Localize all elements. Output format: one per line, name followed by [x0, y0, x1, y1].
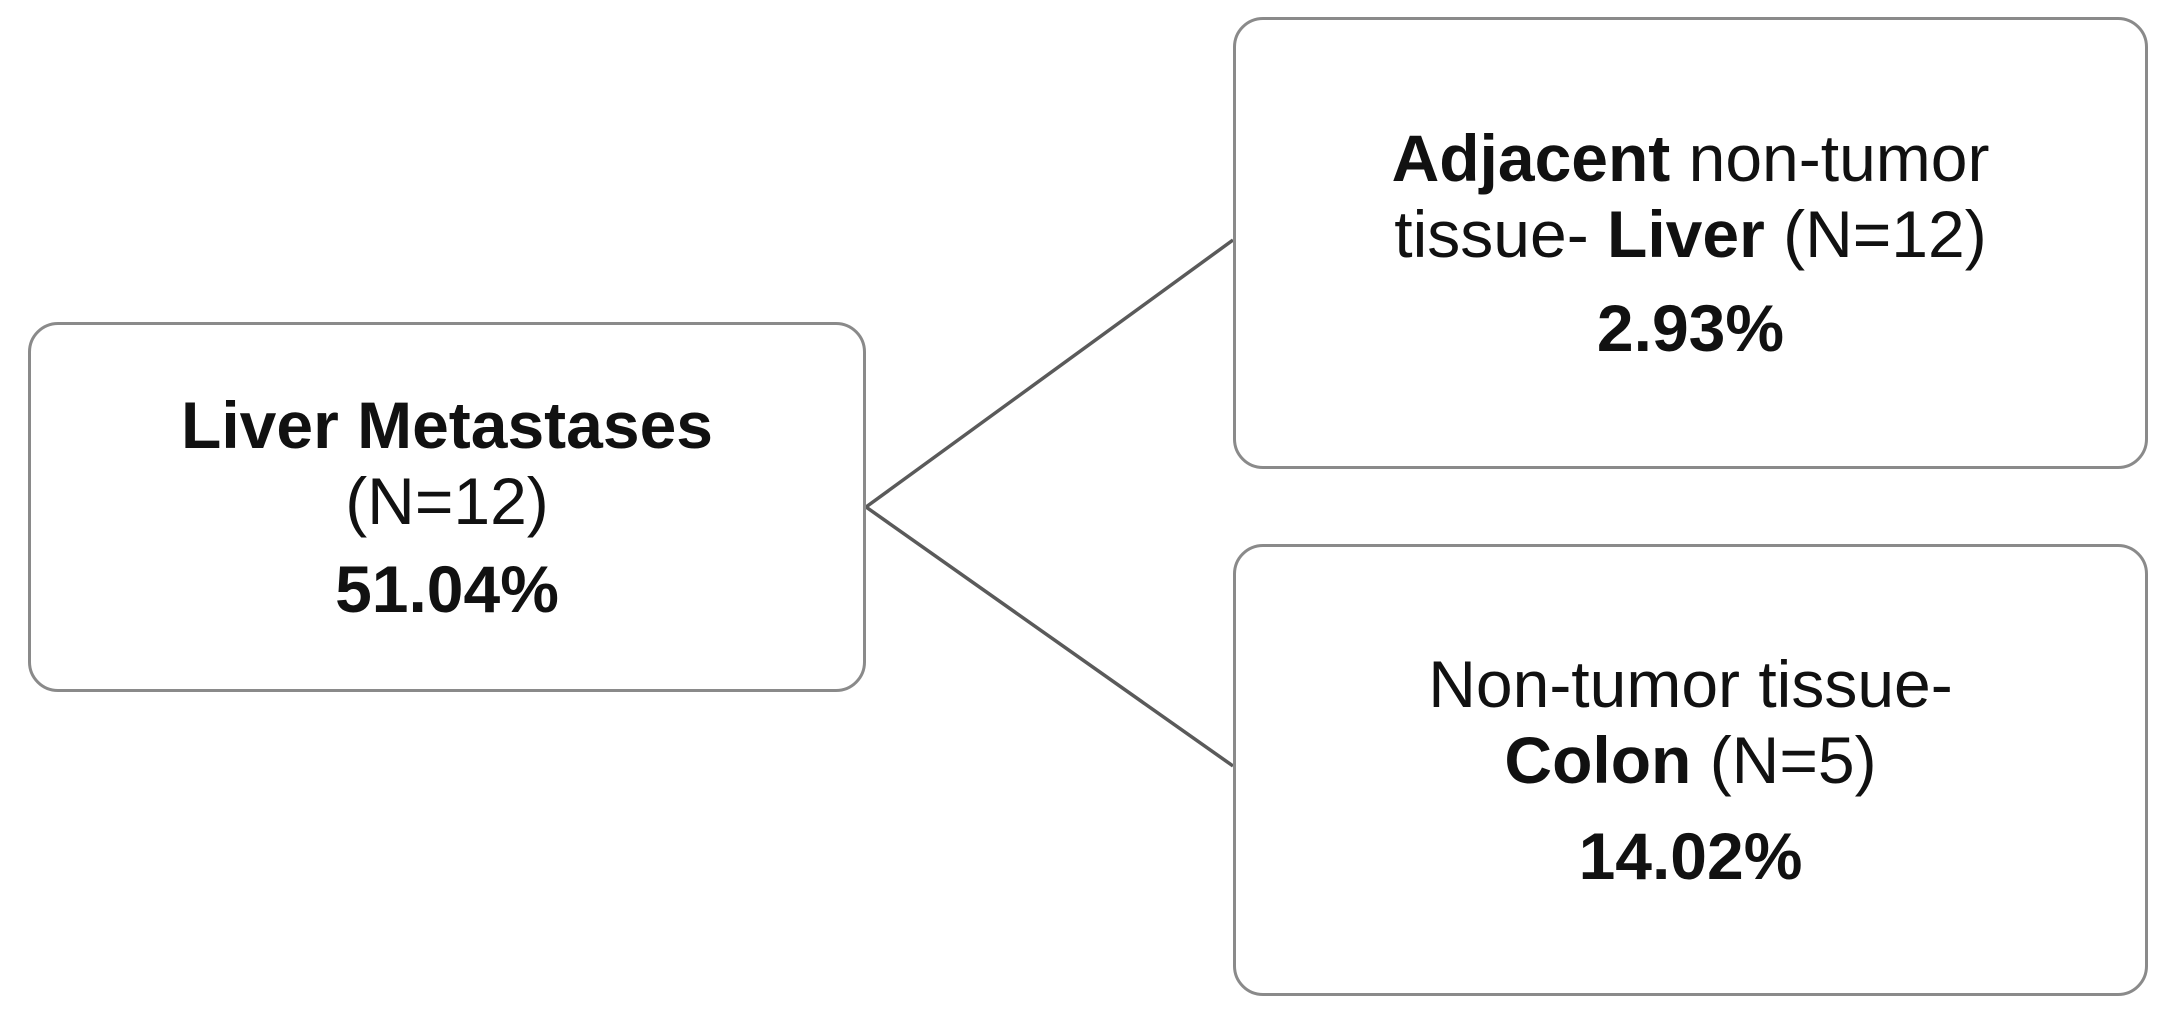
liver-metastases-percent: 51.04%	[335, 552, 559, 626]
liver-label: Liver	[1607, 197, 1765, 271]
colon-label: Colon	[1504, 723, 1692, 797]
liver-metastases-title: Liver Metastases	[181, 388, 713, 462]
adjacent-liver-percent: 2.93%	[1596, 291, 1785, 365]
adjacent-liver-count: (N=12)	[1764, 197, 1987, 271]
adjacent-label: Adjacent	[1391, 121, 1671, 195]
colon-node: Non-tumor tissue- Colon (N=5) 14.02%	[1233, 544, 2148, 996]
adjacent-liver-tissue-line: tissue- Liver (N=12)	[1394, 196, 1986, 272]
colon-percent: 14.02%	[1578, 819, 1803, 893]
adjacent-liver-title-line: Adjacent non-tumor	[1392, 120, 1990, 196]
connector-to-colon	[864, 505, 1235, 768]
connector-to-adjacent-liver	[864, 238, 1235, 509]
colon-count: (N=5)	[1691, 723, 1877, 797]
colon-label-line: Colon (N=5)	[1504, 722, 1876, 798]
liver-metastases-count: (N=12)	[345, 464, 549, 538]
tissue-label: tissue-	[1394, 197, 1608, 271]
non-tumor-label: non-tumor	[1670, 121, 1990, 195]
adjacent-liver-node: Adjacent non-tumor tissue- Liver (N=12) …	[1233, 17, 2148, 469]
colon-title-line: Non-tumor tissue-	[1428, 647, 1953, 721]
liver-metastases-node: Liver Metastases (N=12) 51.04%	[28, 322, 866, 692]
